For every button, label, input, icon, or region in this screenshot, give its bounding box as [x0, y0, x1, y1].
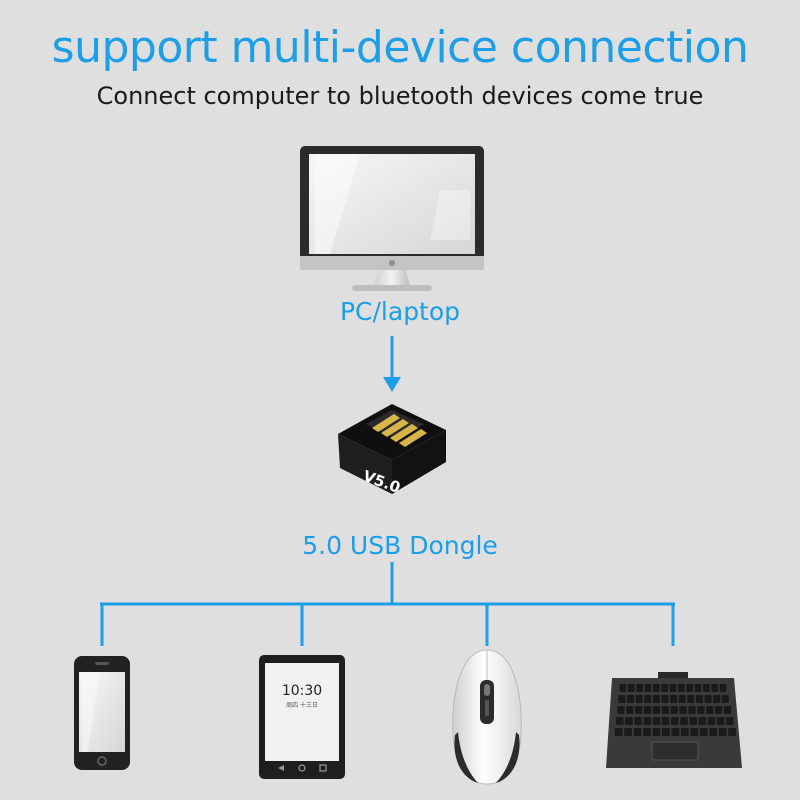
- keyboard-key: [636, 684, 643, 692]
- keyboard-key: [687, 695, 695, 703]
- keyboard-key: [719, 684, 727, 692]
- connector-tree: [100, 562, 675, 646]
- keyboard-key: [694, 684, 702, 692]
- keyboard-key: [671, 728, 680, 736]
- keyboard-key: [661, 684, 668, 692]
- usb-dongle-icon: V5.0: [338, 404, 446, 497]
- keyboard-key: [706, 706, 714, 714]
- keyboard-key: [652, 695, 660, 703]
- keyboard-key: [711, 684, 718, 692]
- keyboard-key: [617, 706, 625, 714]
- tablet-date: 周四 十三日: [286, 701, 318, 709]
- keyboard-key: [661, 695, 669, 703]
- mouse-icon: [452, 649, 522, 785]
- keyboard-key: [704, 695, 712, 703]
- keyboard-key: [728, 728, 736, 736]
- keyboard-icon: [606, 672, 742, 768]
- keyboard-key: [635, 706, 643, 714]
- keyboard-key: [709, 728, 718, 736]
- keyboard-key: [699, 728, 708, 736]
- keyboard-key: [703, 684, 710, 692]
- keyboard-key: [679, 706, 687, 714]
- keyboard-key: [690, 728, 699, 736]
- page-title: support multi-device connection: [51, 22, 749, 73]
- keyboard-key: [669, 684, 677, 692]
- monitor-icon: [300, 146, 484, 291]
- keyboard-key: [661, 717, 670, 725]
- keyboard-key: [643, 728, 651, 736]
- keyboard-key: [624, 728, 632, 736]
- keyboard-key: [618, 695, 626, 703]
- smartphone-icon: [74, 656, 130, 770]
- keyboard-key: [698, 717, 707, 725]
- keyboard-key: [652, 706, 661, 714]
- keyboard-key: [614, 728, 623, 736]
- keyboard-key: [644, 695, 652, 703]
- keyboard-key: [643, 706, 652, 714]
- keyboard-key: [707, 717, 716, 725]
- keyboard-key: [627, 684, 635, 692]
- keyboard-key: [626, 706, 634, 714]
- keyboard-key: [633, 728, 642, 736]
- keyboard-key: [715, 706, 723, 714]
- keyboard-key: [643, 717, 652, 725]
- arrow-down-icon: [383, 336, 401, 392]
- keyboard-key: [723, 706, 732, 714]
- keyboard-key: [678, 695, 686, 703]
- keyboard-key: [662, 728, 670, 736]
- keyboard-key: [619, 684, 627, 692]
- keyboard-key: [670, 706, 678, 714]
- keyboard-key: [661, 706, 669, 714]
- keyboard-key: [653, 684, 660, 692]
- keyboard-key: [671, 717, 679, 725]
- keyboard-key: [680, 717, 688, 725]
- keyboard-key: [688, 706, 696, 714]
- keyboard-key: [652, 717, 661, 725]
- dongle-label: 5.0 USB Dongle: [302, 531, 498, 560]
- keyboard-key: [625, 717, 633, 725]
- keyboard-key: [652, 728, 661, 736]
- keyboard-key: [686, 684, 693, 692]
- pc-label: PC/laptop: [339, 297, 461, 326]
- keyboard-key: [635, 695, 643, 703]
- keyboard-key: [689, 717, 697, 725]
- keyboard-key: [616, 717, 624, 725]
- page-subtitle: Connect computer to bluetooth devices co…: [96, 82, 704, 110]
- keyboard-key: [713, 695, 721, 703]
- keyboard-key: [721, 695, 729, 703]
- keyboard-key: [695, 695, 703, 703]
- tablet-clock: 10:30: [282, 683, 322, 699]
- keyboard-key: [697, 706, 705, 714]
- keyboard-key: [627, 695, 634, 703]
- keyboard-key: [670, 695, 678, 703]
- keyboard-key: [634, 717, 642, 725]
- keyboard-key: [718, 728, 727, 736]
- tablet-icon: 10:30 周四 十三日: [259, 655, 345, 779]
- keyboard-key: [644, 684, 652, 692]
- keyboard-key: [680, 728, 689, 736]
- keyboard-key: [716, 717, 725, 725]
- keyboard-key: [726, 717, 734, 725]
- keyboard-key: [678, 684, 685, 692]
